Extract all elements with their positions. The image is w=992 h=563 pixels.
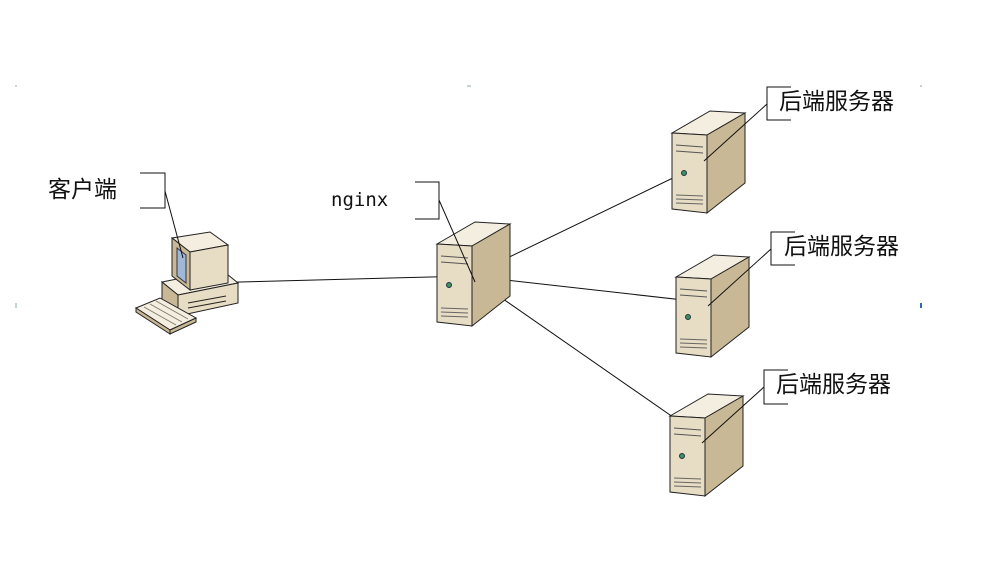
client-label-bracket <box>140 172 166 209</box>
backend-3-label-leader <box>701 386 765 444</box>
backend-2-server-icon <box>674 254 751 359</box>
corner-marks <box>15 85 922 308</box>
link-nginx-to-backend-3 <box>469 275 707 441</box>
nginx-server-icon <box>435 221 512 328</box>
link-client-to-nginx <box>199 272 471 284</box>
backend-2-label-leader <box>707 248 772 307</box>
client-computer-icon <box>134 231 240 335</box>
backend-1-server-icon <box>670 110 747 215</box>
backend-3-server-icon <box>668 393 745 498</box>
backend-1-label-leader <box>703 103 768 162</box>
nginx-label: nginx <box>331 189 389 211</box>
backend-1-label-bracket <box>766 86 791 121</box>
nginx-label-leader <box>438 199 476 283</box>
client-label-leader <box>164 190 184 259</box>
backend-1-label: 后端服务器 <box>779 89 894 115</box>
server-group <box>435 110 751 498</box>
client-label: 客户端 <box>48 177 117 203</box>
backend-2-label: 后端服务器 <box>784 234 899 260</box>
backend-2-label-bracket <box>770 231 795 266</box>
backend-3-label: 后端服务器 <box>776 372 891 398</box>
nginx-label-bracket <box>415 181 440 220</box>
